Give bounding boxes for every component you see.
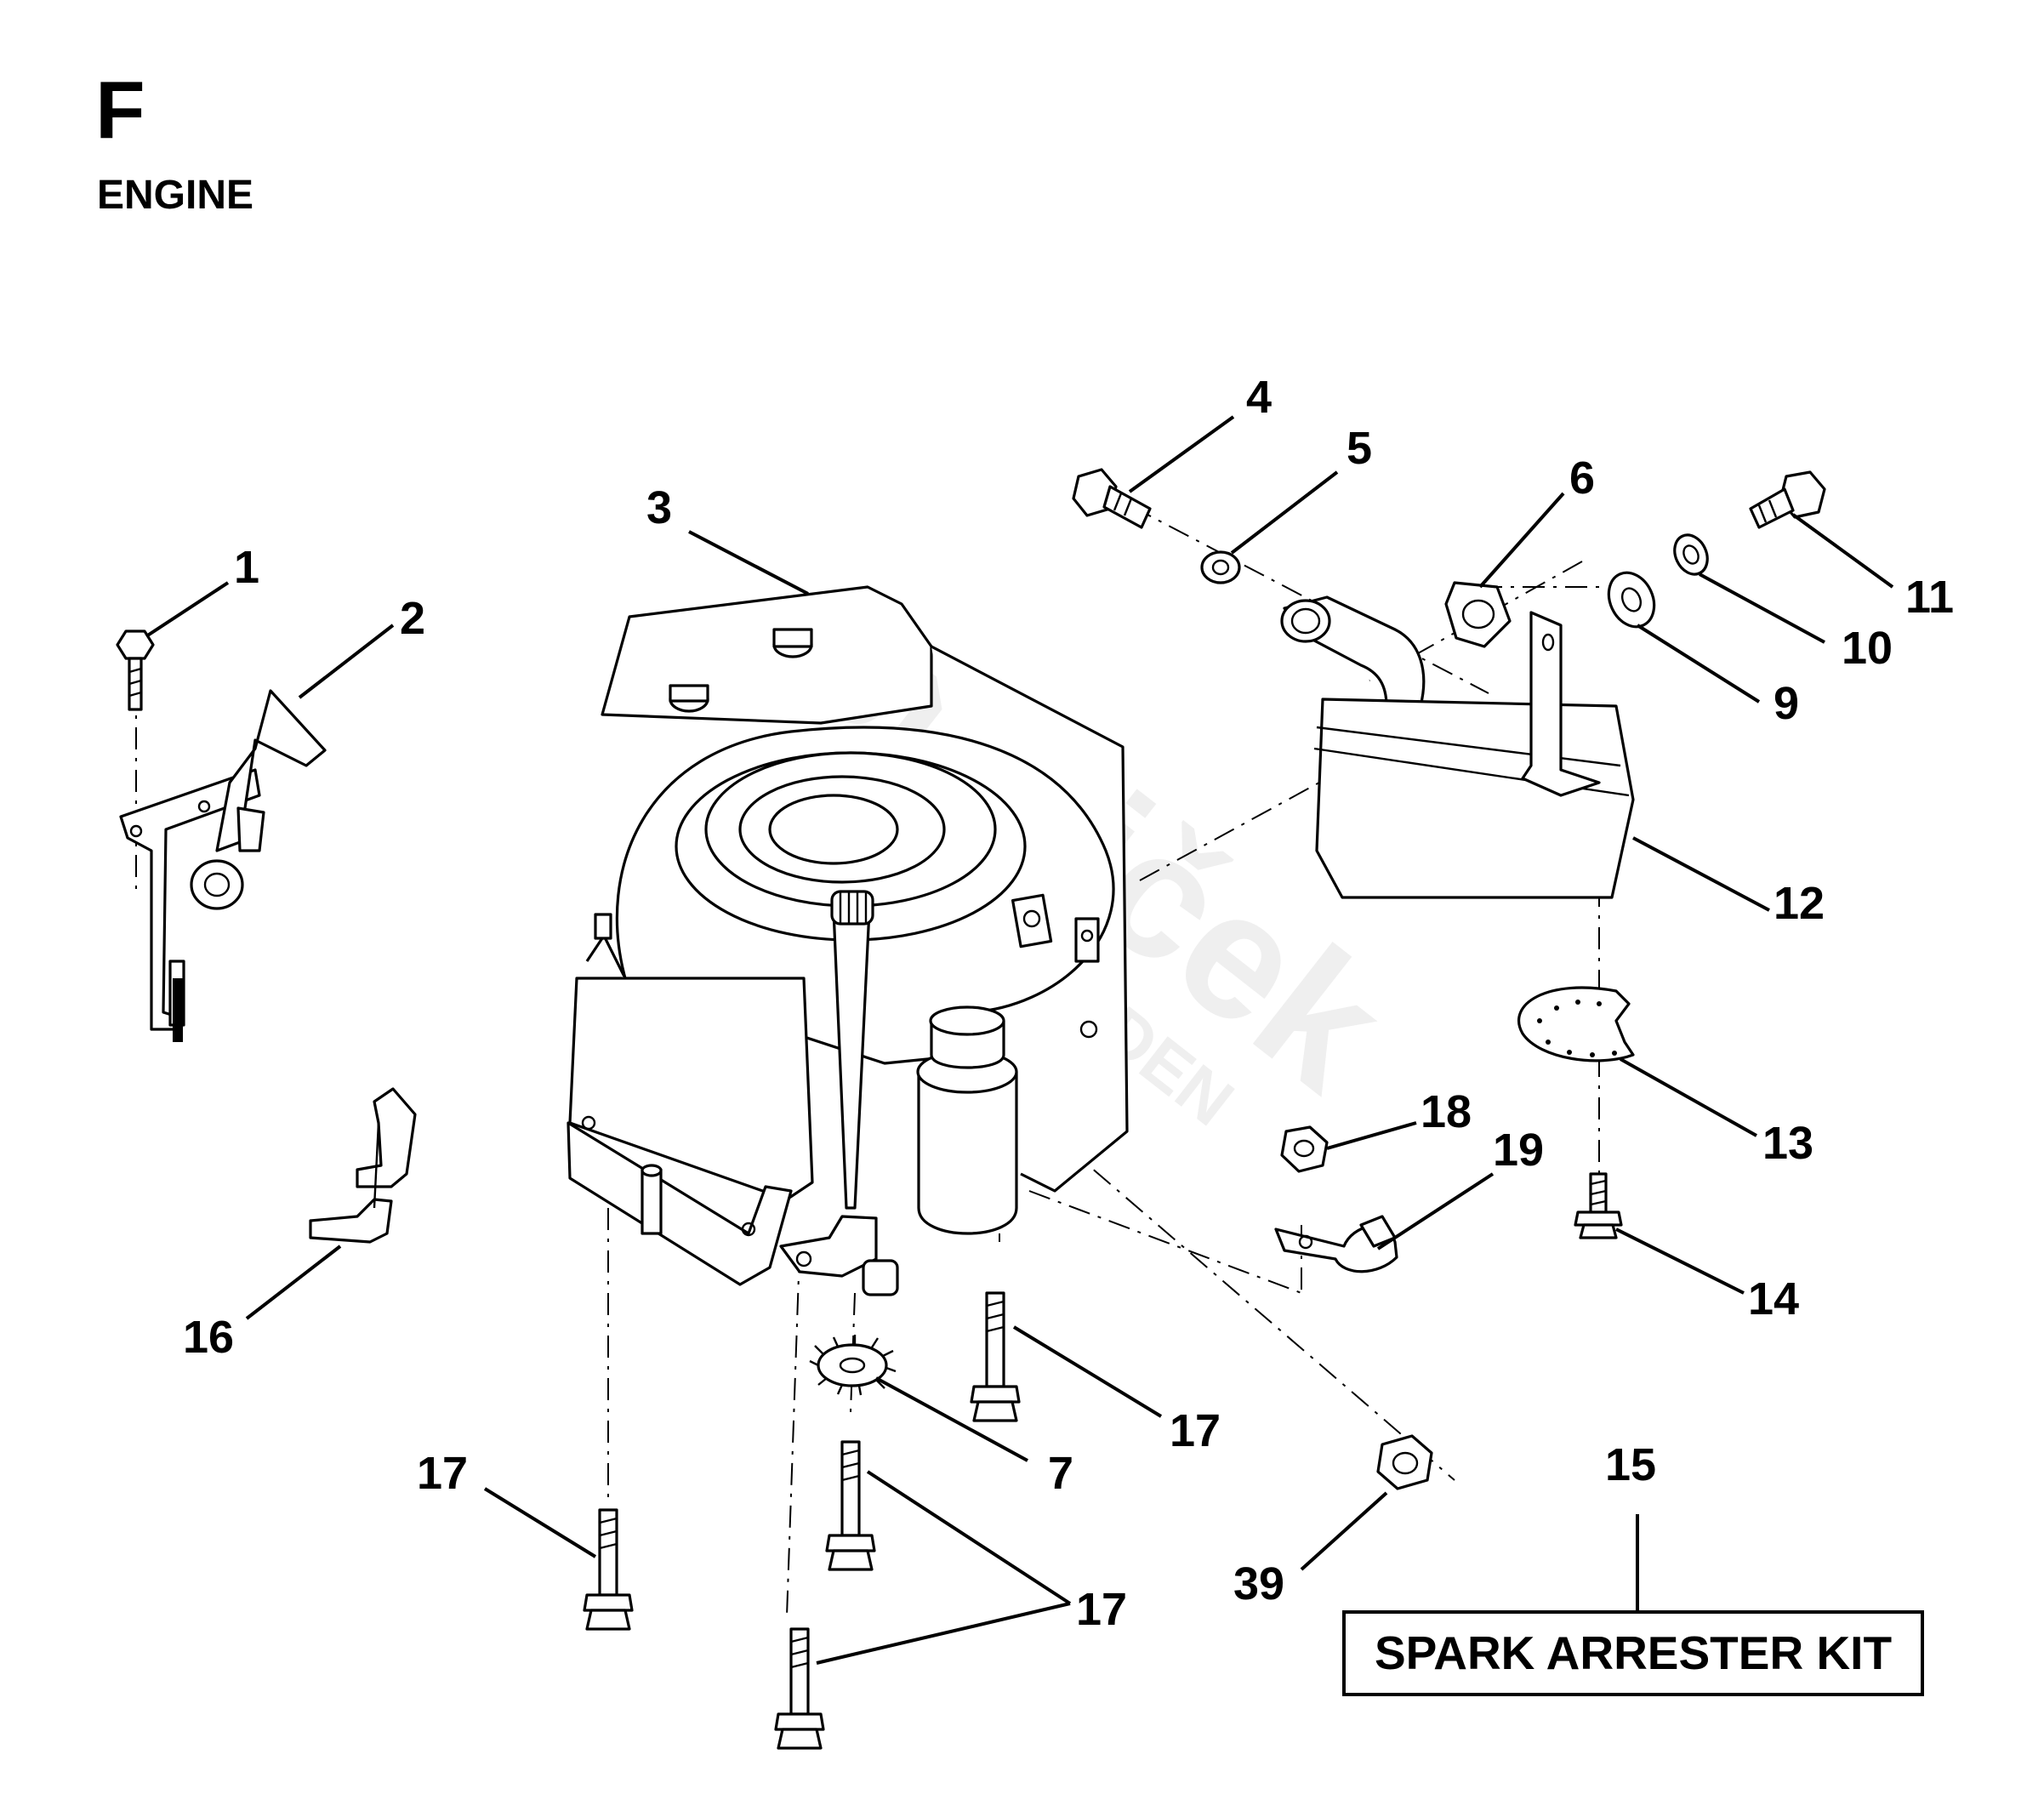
part-12-muffler	[1280, 595, 1635, 899]
callout-2: 2	[400, 593, 425, 644]
callout-14: 14	[1748, 1273, 1799, 1324]
part-9-washer	[1607, 571, 1656, 629]
callout-6: 6	[1569, 453, 1595, 504]
part-18-nut	[1280, 1125, 1329, 1173]
part-14-screw	[1574, 1172, 1623, 1239]
part-17-bolt-b	[825, 1440, 876, 1571]
callout-18: 18	[1421, 1086, 1472, 1137]
part-19-clamp	[1274, 1215, 1398, 1273]
callout-1: 1	[234, 542, 259, 593]
part-10-washer	[1673, 533, 1709, 576]
callout-10: 10	[1842, 623, 1893, 674]
leader-lines	[145, 415, 1894, 1665]
part-5-washer	[1200, 550, 1241, 584]
callout-13: 13	[1762, 1118, 1813, 1169]
callout-12: 12	[1774, 878, 1825, 929]
callout-15: 15	[1605, 1439, 1656, 1490]
callout-4: 4	[1246, 372, 1272, 423]
part-1-bolt	[116, 629, 155, 711]
callout-16: 16	[183, 1312, 234, 1363]
part-4-bolt	[1072, 468, 1152, 529]
spark-arrester-kit-label: SPARK ARRESTER KIT	[1342, 1610, 1924, 1696]
part-11-bolt	[1749, 470, 1826, 529]
callout-7: 7	[1048, 1448, 1073, 1499]
callout-5: 5	[1347, 423, 1372, 474]
callout-17: 17	[1076, 1584, 1127, 1635]
part-6-gasket	[1444, 581, 1512, 648]
part-16-clip	[309, 1087, 417, 1244]
callout-17: 17	[417, 1448, 468, 1499]
part-39-nut	[1376, 1434, 1433, 1490]
part-2-throttle-bracket	[119, 689, 327, 1042]
callout-17: 17	[1170, 1405, 1221, 1456]
callouts: 1 2 3 4 5 6 7 9 10 11 12 13 14 15 16 17 …	[183, 372, 1954, 1635]
callout-3: 3	[646, 482, 672, 533]
section-letter: F	[95, 65, 145, 156]
callout-11: 11	[1905, 572, 1954, 623]
part-17-bolt-a	[970, 1291, 1021, 1422]
kit-label-text: SPARK ARRESTER KIT	[1375, 1626, 1892, 1679]
part-7-star-washer	[809, 1335, 897, 1396]
section-title: ENGINE	[97, 173, 253, 218]
callout-39: 39	[1233, 1558, 1284, 1609]
callout-9: 9	[1774, 678, 1799, 729]
part-13-spark-screen	[1517, 986, 1635, 1062]
part-3-engine	[567, 585, 1129, 1296]
part-17-bolt-d	[774, 1627, 825, 1750]
callout-19: 19	[1493, 1125, 1544, 1176]
part-17-bolt-c	[583, 1508, 634, 1631]
